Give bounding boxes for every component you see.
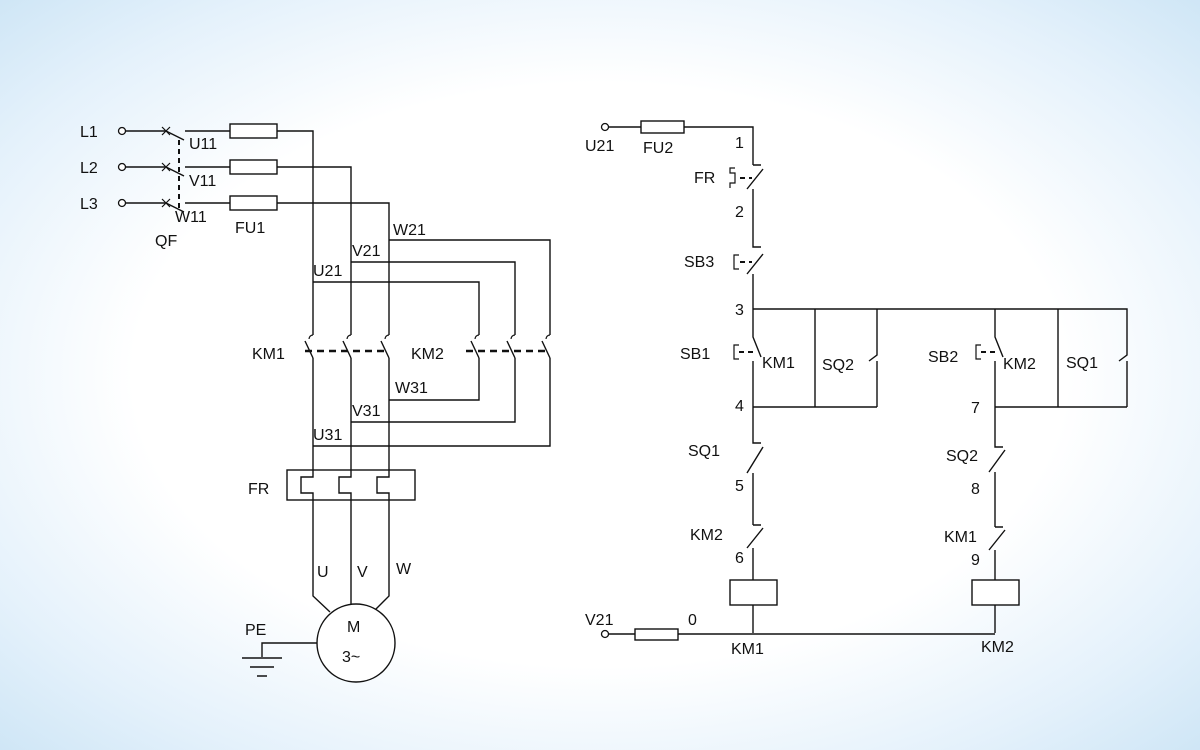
node-label-4: 4 [735,398,744,415]
node-label-6: 6 [735,550,744,567]
wire-branch-w21 [389,239,551,335]
node-label-u31: U31 [313,427,342,444]
overload-label-fr: FR [248,481,269,498]
reverse-start-group [975,309,1128,408]
button-label-sb2: SB2 [928,349,958,366]
motor-phase-label-u: U [317,564,329,581]
coil-label-km2: KM2 [981,639,1014,656]
contact-label-fr: FR [694,170,715,187]
breaker-qf [126,126,230,213]
forward-start-group [733,309,878,408]
breaker-label: QF [155,233,177,250]
coil-km1 [729,579,778,606]
node-label-w31: W31 [395,380,428,397]
interlock-label-km2: KM2 [690,527,723,544]
coil-label-km1: KM1 [731,641,764,658]
supply-label-u21: U21 [585,138,614,155]
interlock-km1-nc [988,526,1006,580]
node-label-2: 2 [735,204,744,221]
ground-label-pe: PE [245,622,266,639]
terminal-l1 [117,126,127,136]
motor-lead-w [372,560,390,613]
bus-node-3 [753,308,1128,320]
node-label-1: 1 [735,135,744,152]
fuse-fu1-l1 [229,123,278,139]
node-label-7: 7 [971,400,980,417]
node-label-9: 9 [971,552,980,569]
terminal-u21 [600,122,610,132]
terminal-l2 [117,162,127,172]
wire-phase-w [277,202,390,335]
button-label-sb1: SB1 [680,346,710,363]
wire-branch-u21 [313,281,480,335]
node-label-3: 3 [735,302,744,319]
interlock-km2-nc [746,524,764,580]
node-label-v11: V11 [189,173,216,190]
wire-phase-u [277,130,314,335]
supply-label-v21: V21 [585,612,614,629]
main-circuit: L1 L2 L3 QF U11 V11 W11 FU1 [80,123,551,683]
overload-relay-fr [286,469,416,560]
stop-button-sb3 [733,240,764,309]
terminal-v21 [600,629,610,639]
limit-label-sq2-series: SQ2 [946,448,978,465]
phase-label-l3: L3 [80,196,98,213]
motor-circle [316,603,396,683]
fuse-fu1-l2 [229,159,278,175]
wire-branch-v21 [351,261,516,335]
node-label-v21: V21 [352,243,381,260]
fuse-fu2 [640,120,685,134]
node-label-w11: W11 [175,209,207,226]
limit-switch-sq2-series [988,407,1006,527]
node-label-v31: V31 [352,403,381,420]
node-label-u21: U21 [313,263,342,280]
button-label-sb3: SB3 [684,254,714,271]
motor-label: M [347,619,360,636]
hold-label-km1: KM1 [762,355,795,372]
motor-phase-label-v: V [357,564,368,581]
fuse-label-fu1: FU1 [235,220,265,237]
fuse-label-fu2: FU2 [643,140,673,157]
limit-label-sq1-series: SQ1 [688,443,720,460]
limit-label-sq2-parallel: SQ2 [822,357,854,374]
wire-phase-v [277,166,352,335]
motor-lead-u [312,560,331,613]
limit-switch-sq1-series [746,407,764,525]
node-label-u11: U11 [189,136,217,153]
fuse-bottom [634,628,679,641]
control-circuit: U21 FU2 1 FR 2 SB3 3 [585,120,1128,658]
ground-symbol [242,642,317,677]
phase-label-l2: L2 [80,160,98,177]
hold-label-km2: KM2 [1003,356,1036,373]
node-label-8: 8 [971,481,980,498]
contactor-label-km1: KM1 [252,346,285,363]
coil-km2 [971,579,1020,606]
contactor-label-km2: KM2 [411,346,444,363]
contactor-km2-main-contacts [313,334,551,447]
interlock-label-km1: KM1 [944,529,977,546]
node-label-0: 0 [688,612,697,629]
node-label-5: 5 [735,478,744,495]
fuse-fu1-l3 [229,195,278,211]
contactor-km1-main-contacts [304,334,390,470]
fr-nc-contact [729,164,764,240]
motor-phase-label-w: W [396,561,412,578]
limit-label-sq1-parallel: SQ1 [1066,355,1098,372]
terminal-l3 [117,198,127,208]
node-label-w21: W21 [393,222,426,239]
phase-label-l1: L1 [80,124,98,141]
motor-type-label: 3~ [342,649,360,666]
